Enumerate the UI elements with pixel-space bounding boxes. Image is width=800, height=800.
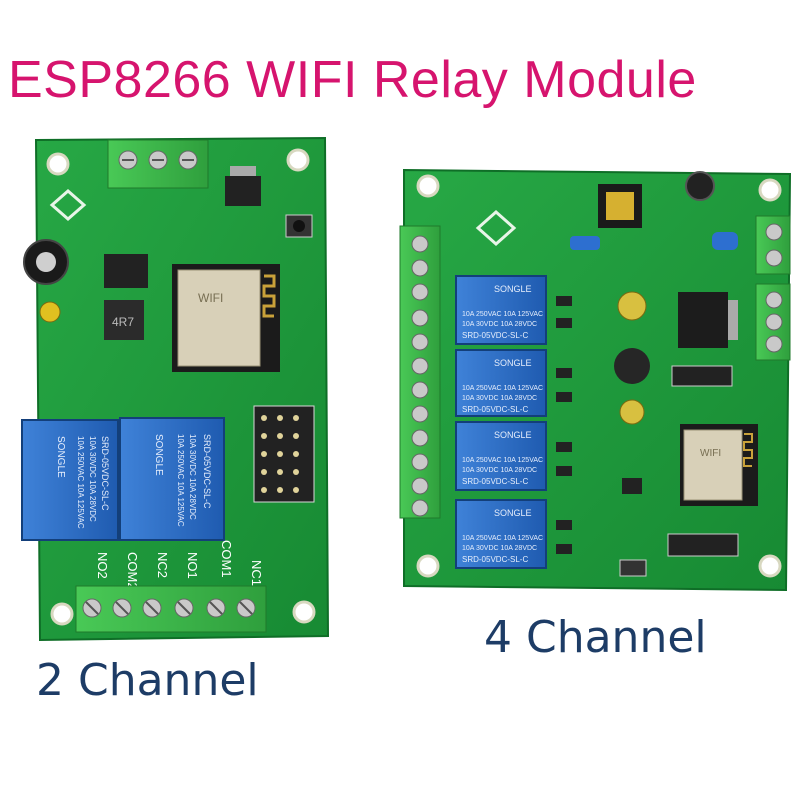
pin-label: COM1	[219, 540, 234, 578]
four-channel-board: SONGLE 10A 250VAC 10A 125VAC 10A 30VDC 1…	[399, 168, 792, 592]
caption-four-channel: 4 Channel	[484, 612, 707, 663]
two-channel-board: 4R7 WIFI SONGLE 10A 250VAC 10A 125VAC 10…	[21, 136, 330, 642]
relay-rating: 10A 30VDC 10A 28VDC	[188, 434, 197, 520]
relay-terminal-strip	[399, 225, 441, 519]
relay-right-3: SONGLE 10A 250VAC 10A 125VAC 10A 30VDC 1…	[455, 421, 547, 491]
relay-model: SRD-05VDC-SL-C	[462, 477, 528, 486]
power-terminal-block	[755, 215, 791, 361]
relay-rating: 10A 250VAC 10A 125VAC	[462, 311, 543, 318]
relay-right-2: SONGLE 10A 250VAC 10A 125VAC 10A 30VDC 1…	[455, 349, 547, 417]
relay-rating: 10A 30VDC 10A 28VDC	[462, 395, 537, 402]
pin-label: NC1	[249, 560, 264, 586]
inductor-label: 4R7	[112, 315, 134, 329]
esp-module: WIFI	[680, 424, 758, 506]
relay-rating: 10A 250VAC 10A 125VAC	[462, 457, 543, 464]
relay-model: SRD-05VDC-SL-C	[462, 405, 528, 414]
relay-left-2: SONGLE 10A 250VAC 10A 125VAC 10A 30VDC 1…	[119, 417, 225, 541]
page-title: ESP8266 WIFI Relay Module	[8, 51, 697, 109]
relay-rating: 10A 30VDC 10A 28VDC	[462, 545, 537, 552]
relay-brand: SONGLE	[494, 284, 532, 294]
relay-rating: 10A 250VAC 10A 125VAC	[76, 436, 85, 529]
caption-two-channel: 2 Channel	[36, 655, 259, 706]
relay-rating: 10A 250VAC 10A 125VAC	[462, 535, 543, 542]
relay-rating: 10A 250VAC 10A 125VAC	[176, 434, 185, 527]
relay-right-4: SONGLE 10A 250VAC 10A 125VAC 10A 30VDC 1…	[455, 499, 547, 569]
relay-right-1: SONGLE 10A 250VAC 10A 125VAC 10A 30VDC 1…	[455, 275, 547, 345]
relay-brand: SONGLE	[153, 434, 164, 476]
relay-model: SRD-05VDC-SL-C	[202, 434, 212, 509]
pin-label: NC2	[155, 552, 170, 578]
relay-rating: 10A 30VDC 10A 28VDC	[462, 467, 537, 474]
relay-brand: SONGLE	[494, 358, 532, 368]
pin-label: COM2	[125, 552, 140, 590]
relay-rating: 10A 250VAC 10A 125VAC	[462, 385, 543, 392]
logo-icon	[49, 189, 87, 221]
relay-rating: 10A 30VDC 10A 28VDC	[462, 321, 537, 328]
logo-icon	[475, 209, 517, 247]
relay-brand: SONGLE	[494, 430, 532, 440]
esp-module: WIFI	[172, 264, 280, 372]
module-label-left: WIFI	[198, 291, 223, 305]
relay-model: SRD-05VDC-SL-C	[462, 331, 528, 340]
relay-left-1: SONGLE 10A 250VAC 10A 125VAC 10A 30VDC 1…	[21, 419, 119, 541]
pin-label: NO2	[95, 552, 110, 579]
relay-brand: SONGLE	[55, 436, 66, 478]
relay-brand: SONGLE	[494, 508, 532, 518]
relay-model: SRD-05VDC-SL-C	[100, 436, 110, 511]
power-terminal-block	[107, 139, 209, 189]
pin-label: NO1	[185, 552, 200, 579]
module-label-right: WIFI	[700, 448, 721, 459]
relay-model: SRD-05VDC-SL-C	[462, 555, 528, 564]
output-terminal-block	[75, 585, 267, 633]
relay-rating: 10A 30VDC 10A 28VDC	[88, 436, 97, 522]
